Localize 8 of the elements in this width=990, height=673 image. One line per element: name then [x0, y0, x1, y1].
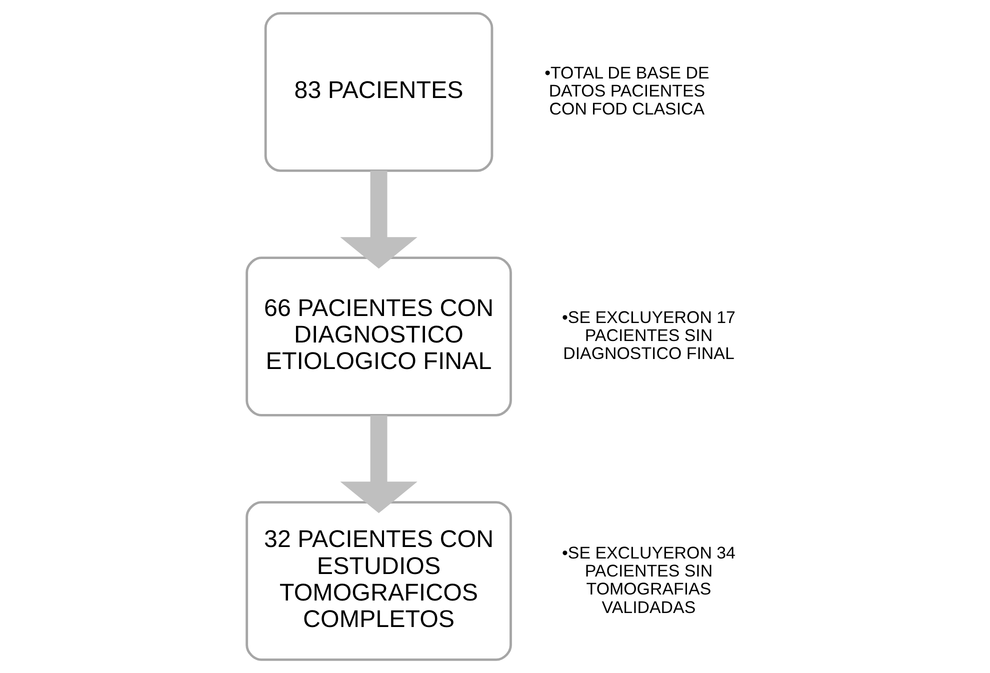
node-label: •SE EXCLUYERON 34 PACIENTES SIN TOMOGRAFIAS VALIDADAS [562, 543, 736, 617]
node-box: 66 PACIENTES CON DIAGNOSTICO ETIOLOGICO FINAL [246, 256, 512, 416]
node-box: 83 PACIENTES [264, 12, 494, 172]
arrow [340, 170, 418, 269]
node-label: •SE EXCLUYERON 17 PACIENTES SIN DIAGNOSTICO FINAL [562, 308, 736, 364]
node-label: •TOTAL DE BASE DE DATOS PACIENTES CON FOD CLASICA [544, 63, 710, 119]
arrow [340, 415, 418, 514]
node-box: 32 PACIENTES CON ESTUDIOS TOMOGRAFICOS COMPLETOS [246, 501, 512, 661]
